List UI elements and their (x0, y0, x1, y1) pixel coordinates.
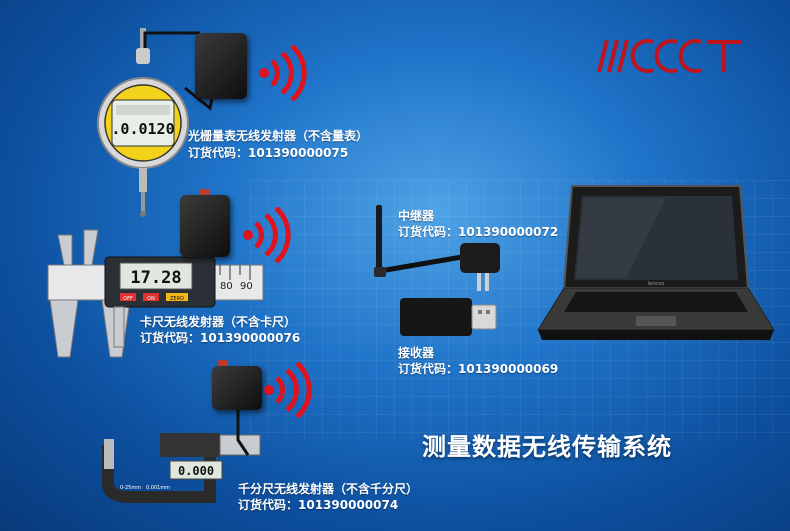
dial-cable (143, 31, 214, 111)
dial-transmitter (195, 33, 247, 99)
caliper: 80 90 17.28 OFF ON ZERO (40, 225, 270, 369)
caliper-off-button: OFF (123, 296, 133, 302)
laptop: lenovo (536, 180, 776, 354)
wifi-signal-icon (258, 44, 308, 105)
micrometer-resolution: 0.001mm (146, 485, 170, 491)
repeater-order-code: 订货代码：101390000072 (398, 225, 559, 239)
caliper-display: 17.28 (130, 268, 181, 288)
micrometer-cable (236, 400, 250, 456)
receiver-order-code: 订货代码：101390000069 (398, 362, 559, 376)
dial-indicator: .0.0120 (96, 28, 196, 222)
micrometer-name: 千分尺无线发射器（不含千分尺） (238, 482, 419, 496)
caliper-scale-80: 80 (220, 281, 233, 292)
receiver (398, 296, 498, 344)
wifi-signal-icon (263, 361, 313, 422)
laptop-brand: lenovo (648, 281, 665, 287)
micrometer: 0.000 0-25mm 0.001mm (100, 425, 270, 509)
micrometer-transmitter (212, 360, 262, 410)
dial-indicator-display: .0.0120 (111, 120, 174, 138)
caliper-scale-90: 90 (240, 281, 253, 292)
micrometer-display: 0.000 (178, 464, 214, 478)
dial-indicator-order-code: 订货代码：101390000075 (188, 146, 349, 160)
caliper-order-code: 订货代码：101390000076 (140, 331, 301, 345)
dial-indicator-name: 光栅量表无线发射器（不含量表） (188, 129, 369, 143)
wifi-signal-icon (242, 206, 292, 267)
caliper-name: 卡尺无线发射器（不含卡尺） (140, 315, 297, 329)
caliper-transmitter (180, 189, 230, 257)
micrometer-range: 0-25mm (120, 485, 141, 491)
brand-logo (595, 36, 745, 80)
repeater-name: 中继器 (398, 209, 435, 223)
caliper-on-button: ON (147, 296, 155, 302)
micrometer-order-code: 订货代码：101390000074 (238, 498, 399, 512)
repeater (372, 205, 522, 299)
page-title: 测量数据无线传输系统 (422, 433, 672, 461)
receiver-name: 接收器 (398, 346, 435, 360)
caliper-zero-button: ZERO (170, 296, 184, 302)
